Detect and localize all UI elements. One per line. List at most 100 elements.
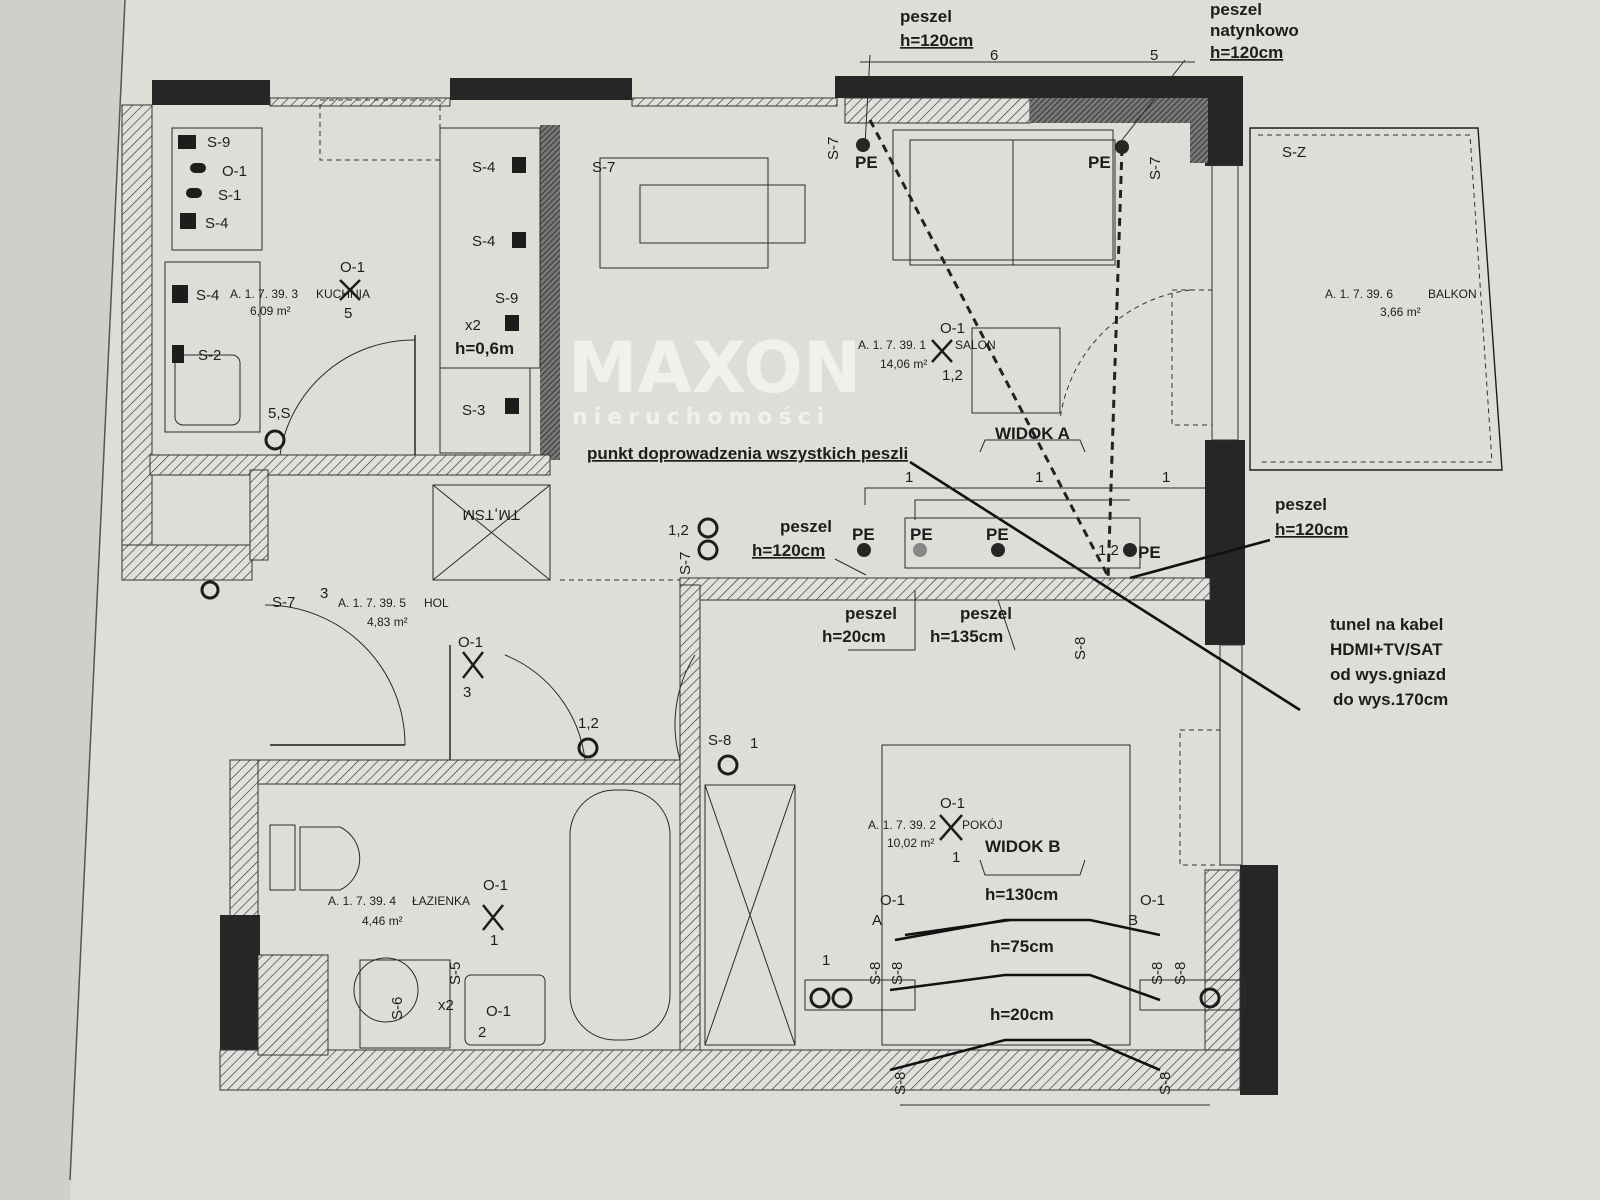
svg-text:MAXON: MAXON (568, 327, 861, 409)
svg-text:S-8: S-8 (1149, 962, 1166, 985)
svg-text:3,66 m²: 3,66 m² (1380, 305, 1421, 319)
svg-text:tunel na kabel: tunel na kabel (1330, 615, 1443, 634)
svg-text:1: 1 (1035, 469, 1043, 486)
svg-text:KUCHNIA: KUCHNIA (316, 287, 370, 301)
svg-text:h=0,6m: h=0,6m (455, 339, 514, 358)
annotations: peszel h=120cm peszel natynkowo h=120cm … (455, 0, 1448, 1024)
svg-text:O-1: O-1 (880, 892, 905, 909)
svg-text:S-4: S-4 (472, 159, 495, 176)
svg-text:S-7: S-7 (272, 594, 295, 611)
svg-text:WIDOK B: WIDOK B (985, 837, 1061, 856)
svg-text:O-1: O-1 (222, 163, 247, 180)
outlet-icons (172, 135, 1221, 1009)
svg-text:peszel: peszel (780, 517, 832, 536)
svg-text:O-1: O-1 (940, 795, 965, 812)
svg-text:HDMI+TV/SAT: HDMI+TV/SAT (1330, 640, 1443, 659)
svg-text:1,2: 1,2 (1098, 542, 1119, 559)
svg-text:h=120cm: h=120cm (1275, 520, 1348, 539)
svg-text:3: 3 (320, 585, 328, 602)
svg-text:peszel: peszel (1210, 0, 1262, 19)
living-furniture (432, 129, 1213, 581)
svg-text:S-8: S-8 (892, 1072, 909, 1095)
svg-text:A. 1. 7. 39. 6: A. 1. 7. 39. 6 (1325, 287, 1393, 301)
svg-text:6: 6 (990, 47, 998, 64)
svg-text:WIDOK A: WIDOK A (995, 424, 1070, 443)
svg-text:S-8: S-8 (1157, 1072, 1174, 1095)
svg-text:3: 3 (463, 684, 471, 701)
svg-text:S-8: S-8 (1172, 962, 1189, 985)
svg-text:S-8: S-8 (889, 962, 906, 985)
svg-text:peszel: peszel (1275, 495, 1327, 514)
svg-text:h=20cm: h=20cm (990, 1005, 1054, 1024)
dimension-labels: 6 5 1 1 1 (905, 47, 1170, 486)
svg-text:h=120cm: h=120cm (1210, 43, 1283, 62)
svg-text:1,2: 1,2 (668, 522, 689, 539)
svg-text:peszel: peszel (900, 7, 952, 26)
svg-text:h=120cm: h=120cm (752, 541, 825, 560)
svg-text:S-8: S-8 (1072, 637, 1089, 660)
room-label-salon: A. 1. 7. 39. 1 SALON 14,06 m² 1,2 (858, 338, 996, 384)
svg-text:peszel: peszel (845, 604, 897, 623)
svg-text:1: 1 (750, 735, 758, 752)
svg-text:S-1: S-1 (218, 187, 241, 204)
svg-text:O-1: O-1 (486, 1003, 511, 1020)
svg-text:A. 1. 7. 39. 3: A. 1. 7. 39. 3 (230, 287, 298, 301)
maxon-watermark: MAXON nieruchomości (568, 327, 861, 430)
svg-text:PE: PE (852, 525, 875, 544)
svg-text:S-7: S-7 (825, 137, 842, 160)
paper-edge (69, 0, 126, 1181)
svg-text:2: 2 (478, 1024, 486, 1041)
svg-text:1,2: 1,2 (942, 367, 963, 384)
svg-text:O-1: O-1 (340, 259, 365, 276)
svg-text:S-Z: S-Z (1282, 144, 1306, 161)
svg-text:B: B (1128, 912, 1138, 929)
svg-text:PE: PE (1138, 543, 1161, 562)
svg-text:SALON: SALON (955, 338, 996, 352)
svg-text:S-5: S-5 (447, 962, 464, 985)
svg-text:S-4: S-4 (196, 287, 219, 304)
svg-text:O-1: O-1 (483, 877, 508, 894)
svg-text:h=130cm: h=130cm (985, 885, 1058, 904)
svg-text:HOL: HOL (424, 596, 449, 610)
svg-text:TM,TSM: TM,TSM (463, 506, 521, 523)
svg-text:PE: PE (910, 525, 933, 544)
svg-text:A. 1. 7. 39. 4: A. 1. 7. 39. 4 (328, 894, 396, 908)
svg-text:S-7: S-7 (1147, 157, 1164, 180)
svg-text:od wys.gniazd: od wys.gniazd (1330, 665, 1446, 684)
svg-text:h=20cm: h=20cm (822, 627, 886, 646)
svg-text:PE: PE (986, 525, 1009, 544)
svg-text:S-7: S-7 (592, 159, 615, 176)
svg-text:punkt doprowadzenia wszystkich: punkt doprowadzenia wszystkich peszli (587, 444, 908, 463)
svg-text:1: 1 (822, 952, 830, 969)
svg-text:5: 5 (344, 305, 352, 322)
svg-text:O-1: O-1 (1140, 892, 1165, 909)
balcony (1249, 127, 1503, 471)
walls (121, 76, 1278, 1095)
svg-text:peszel: peszel (960, 604, 1012, 623)
svg-text:A: A (872, 912, 882, 929)
room-label-lazienka: A. 1. 7. 39. 4 ŁAZIENKA 4,46 m² 1 (328, 894, 498, 949)
svg-text:A. 1. 7. 39. 2: A. 1. 7. 39. 2 (868, 818, 936, 832)
svg-text:S-8: S-8 (867, 962, 884, 985)
svg-text:x2: x2 (438, 997, 454, 1014)
svg-text:1: 1 (905, 469, 913, 486)
svg-text:S-9: S-9 (207, 134, 230, 151)
svg-text:S-8: S-8 (708, 732, 731, 749)
kitchen-fixtures (164, 99, 541, 456)
svg-text:10,02 m²: 10,02 m² (887, 836, 934, 850)
svg-text:S-7: S-7 (677, 552, 694, 575)
svg-text:5,S: 5,S (268, 405, 291, 422)
svg-text:do wys.170cm: do wys.170cm (1333, 690, 1448, 709)
conduit-lines (834, 54, 1301, 712)
svg-text:4,83 m²: 4,83 m² (367, 615, 408, 629)
svg-text:natynkowo: natynkowo (1210, 21, 1299, 40)
svg-text:5: 5 (1150, 47, 1158, 64)
svg-text:x2: x2 (465, 317, 481, 334)
svg-text:1,2: 1,2 (578, 715, 599, 732)
svg-text:14,06 m²: 14,06 m² (880, 357, 927, 371)
room-label-balkon: A. 1. 7. 39. 6 BALKON 3,66 m² (1325, 287, 1477, 319)
svg-text:S-4: S-4 (205, 215, 228, 232)
svg-text:1: 1 (490, 932, 498, 949)
svg-text:4,46 m²: 4,46 m² (362, 914, 403, 928)
